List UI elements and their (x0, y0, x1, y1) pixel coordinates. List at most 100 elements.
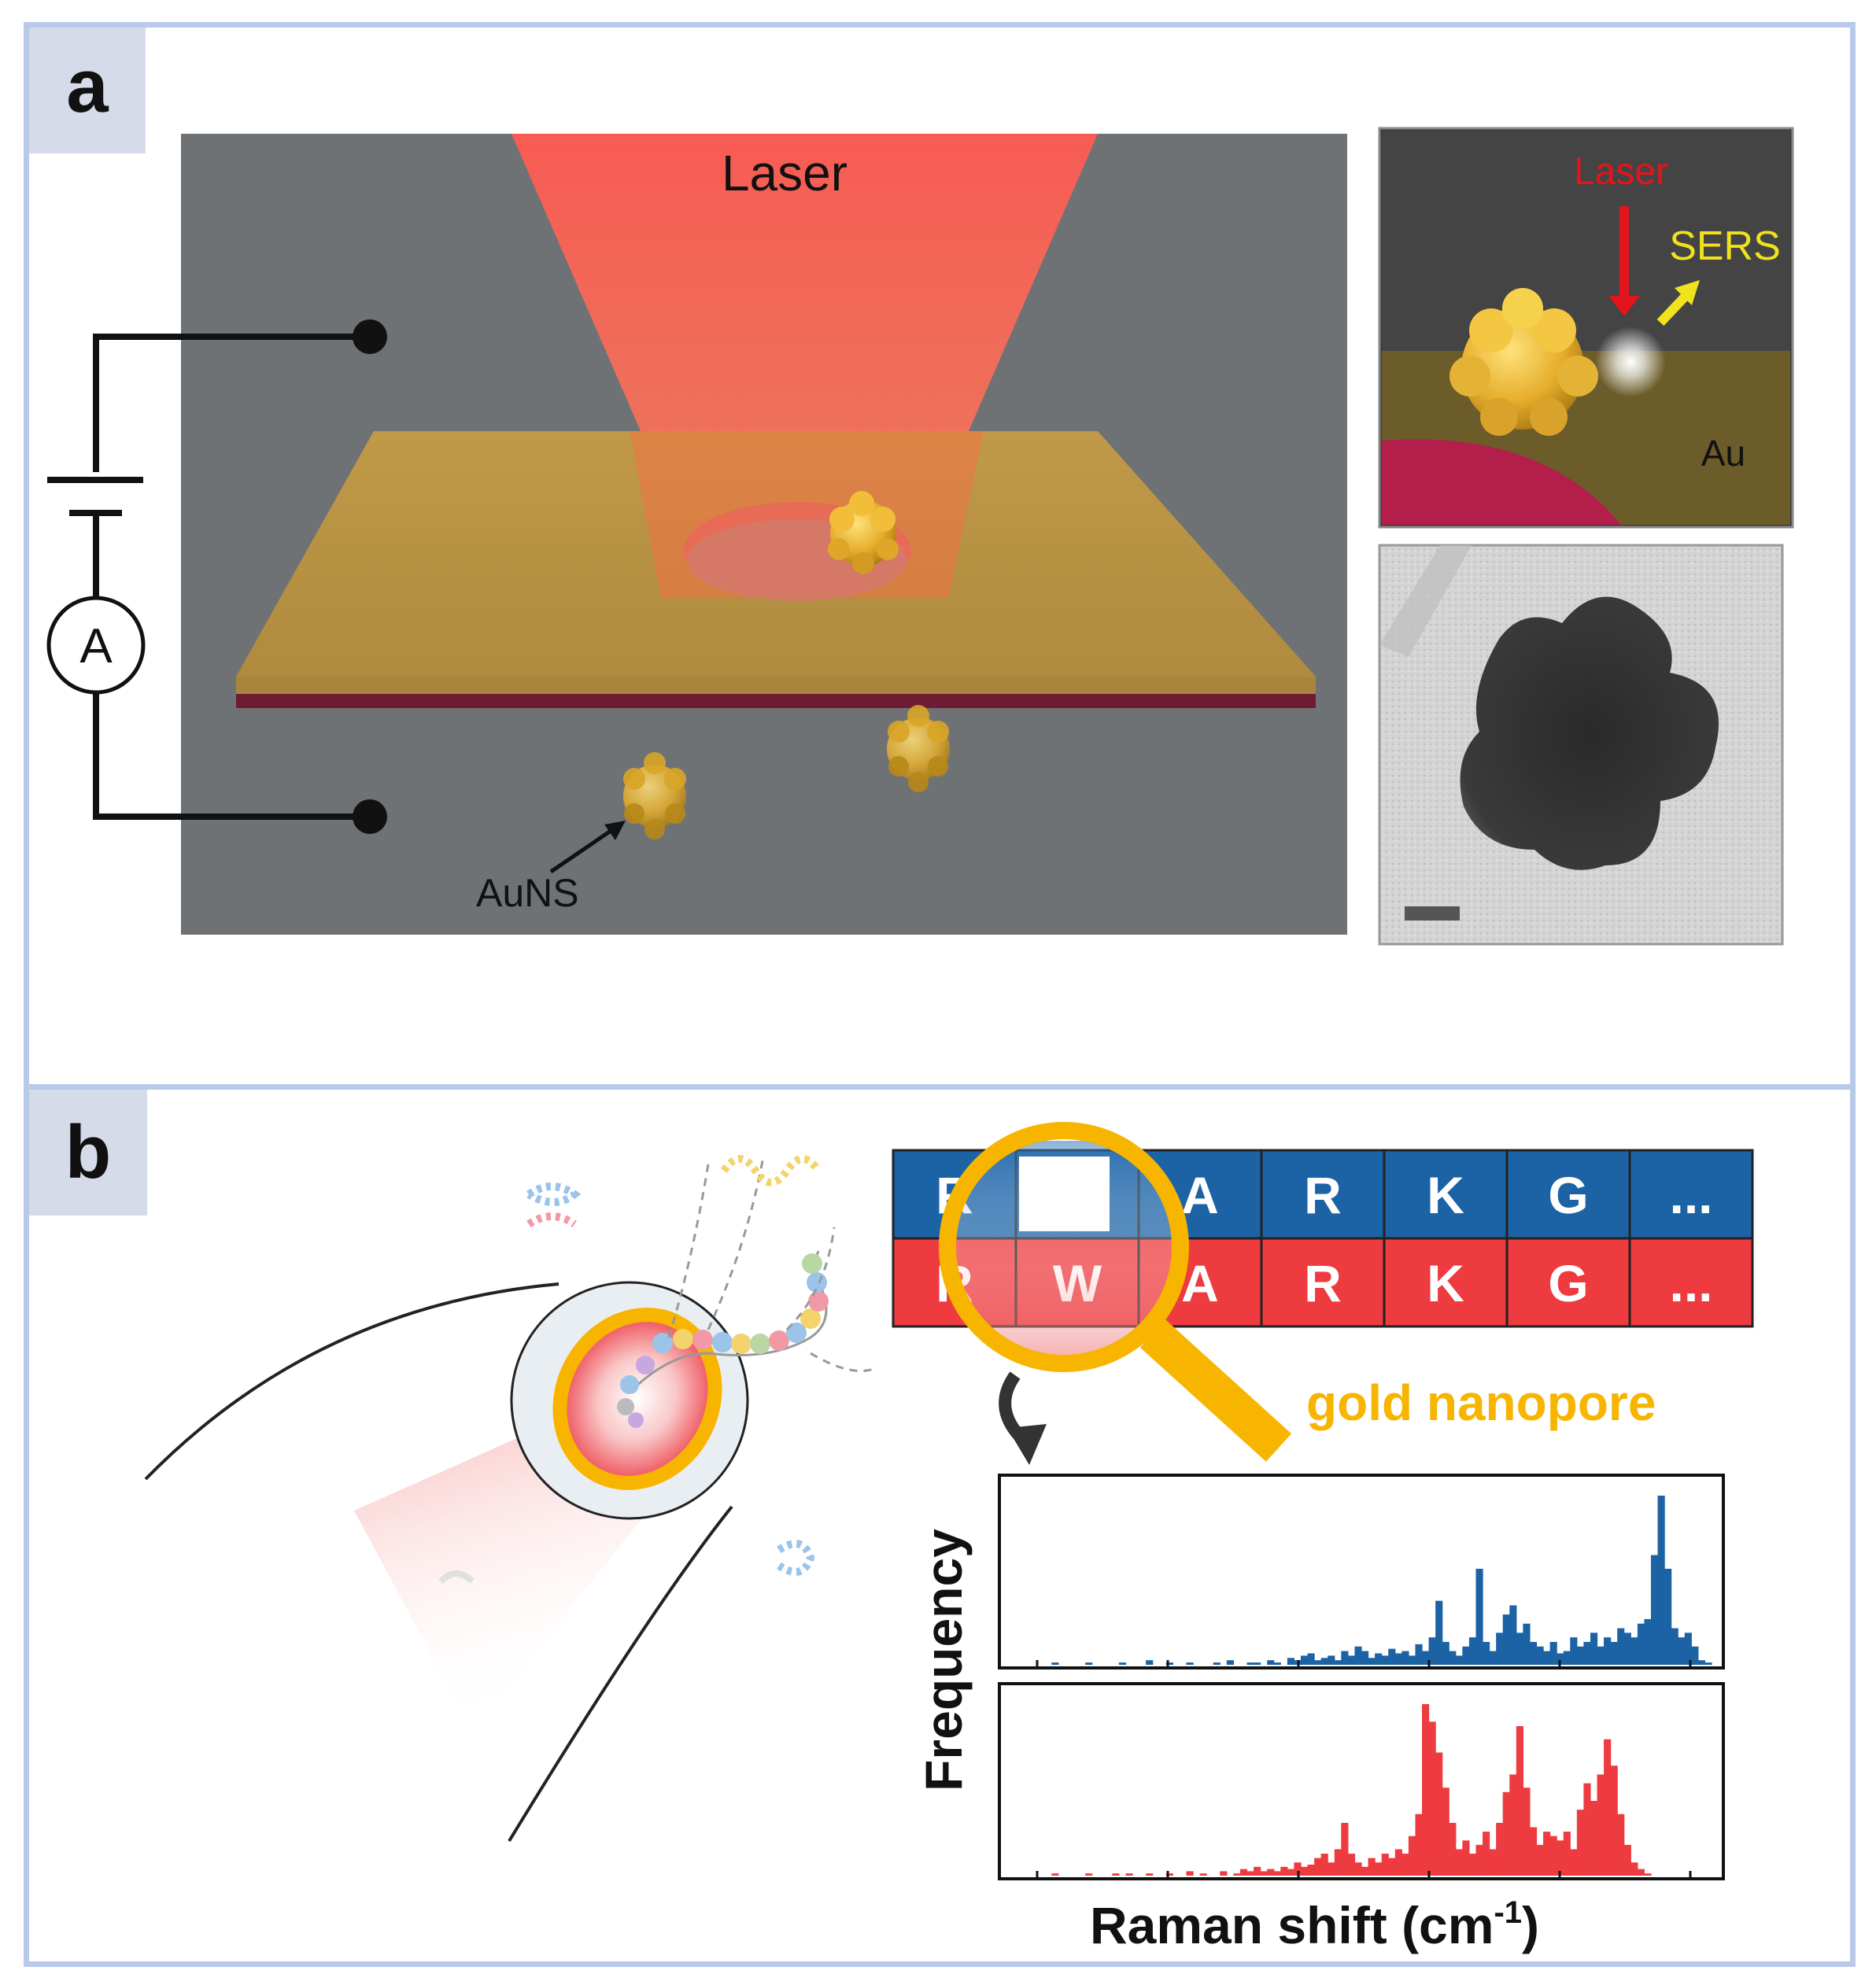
seq-letter-top-5: G (1548, 1166, 1588, 1224)
spectrum-2-bar-77 (1529, 1827, 1538, 1876)
spectrum-1-bar-51 (1354, 1646, 1362, 1665)
spectrum-1-bar-75 (1516, 1633, 1523, 1665)
magnifier-handle (1139, 1319, 1292, 1462)
spectrum-2-bar-28 (1199, 1873, 1207, 1876)
seq-cell-top-5 (1505, 1149, 1631, 1240)
spectrum-1-bar-39 (1273, 1662, 1281, 1665)
spectrum-2-bar-56 (1388, 1858, 1396, 1876)
spectrum-1-bar-86 (1590, 1633, 1598, 1665)
spectrum-1-bar-100 (1684, 1633, 1692, 1665)
spectrum-1-bar-101 (1691, 1646, 1699, 1665)
spectrum-2-bar-85 (1583, 1783, 1591, 1876)
spectrum-2-bar-51 (1354, 1862, 1362, 1876)
electrode-top (353, 319, 387, 354)
spectrum-2-bar-61 (1422, 1704, 1430, 1876)
seq-letter-top-2: A (1181, 1166, 1219, 1224)
spectrum-1-bar-45 (1314, 1660, 1322, 1665)
spectrum-2-bar-64 (1442, 1788, 1449, 1876)
spectrum-1-bar-55 (1381, 1655, 1389, 1665)
spectrum-1-bar-73 (1502, 1614, 1510, 1665)
spectrum-2-bar-70 (1483, 1832, 1490, 1876)
spectrum-2-bar-41 (1287, 1869, 1295, 1876)
spectrum-2-bar-53 (1368, 1858, 1376, 1876)
electrode-bottom (353, 799, 387, 834)
seq-letter-bottom-4: K (1427, 1254, 1464, 1312)
spectrum-2-bar-20 (1146, 1873, 1154, 1876)
spectrum-1-bar-80 (1549, 1641, 1557, 1665)
panel-a-label: a (29, 28, 146, 153)
spectrum-2-bar-71 (1489, 1849, 1497, 1876)
y-axis-label: Frequency (914, 1529, 973, 1791)
seq-cell-bottom-3 (1260, 1237, 1386, 1328)
spectrum-2-bar-89 (1610, 1765, 1618, 1876)
spectrum-2-bar-94 (1644, 1873, 1652, 1876)
spectrum-1-bar-102 (1697, 1660, 1706, 1665)
spectrum-1-bar-66 (1455, 1655, 1463, 1665)
spectrum-2-bar-81 (1557, 1840, 1564, 1876)
spectrum-1-bar-59 (1408, 1655, 1416, 1665)
spectrum-1-bar-70 (1483, 1641, 1490, 1665)
spectrum-1-bar-47 (1328, 1655, 1335, 1665)
spectrum-1-bar-52 (1361, 1651, 1369, 1665)
pipette-wall-lower (508, 1505, 733, 1843)
magnified-unknown-cell (1019, 1157, 1110, 1231)
spectrum-2-bar-62 (1428, 1721, 1436, 1876)
spectrum-2-bar-49 (1341, 1822, 1349, 1876)
spectrum-2-bar-42 (1294, 1862, 1302, 1876)
seq-letter-bottom-5: G (1548, 1254, 1588, 1312)
spectrum-2-bar-68 (1468, 1854, 1477, 1876)
pipette-wall-upper (144, 1282, 559, 1481)
spectrum-2-bar-37 (1260, 1871, 1268, 1876)
tem-image-inset (1378, 544, 1784, 946)
spectrum-2-bar-74 (1509, 1774, 1517, 1876)
spectrum-2-bar-47 (1328, 1862, 1335, 1876)
spectrum-1-bar-26 (1186, 1662, 1194, 1665)
spectrum-2-bar-15 (1112, 1873, 1120, 1876)
laser-label: Laser (722, 145, 848, 201)
spectrum-2-bar-23 (1165, 1873, 1173, 1876)
spectrum-2-bar-66 (1455, 1849, 1463, 1876)
spectrum-1-bar-49 (1341, 1651, 1349, 1665)
spectrum-1-bar-23 (1165, 1662, 1173, 1665)
spectrum-2-bar-72 (1496, 1822, 1504, 1876)
spectrum-1-bar-82 (1563, 1651, 1571, 1665)
panel-b-label: b (29, 1090, 147, 1216)
spectrum-2-bar-78 (1536, 1844, 1544, 1876)
spectrum-1-bar-89 (1610, 1641, 1618, 1665)
sers-hotspot (1595, 327, 1666, 397)
seq-letter-bottom-6: ... (1669, 1254, 1712, 1312)
spectrum-2-bar-35 (1246, 1871, 1254, 1876)
spectrum-2-bar-58 (1401, 1854, 1409, 1876)
spectrum-1-bar-68 (1468, 1637, 1477, 1665)
auns-label: AuNS (476, 871, 579, 915)
spectrum-1-bar-58 (1401, 1651, 1409, 1665)
gold-nanopore-label: gold nanopore (1306, 1374, 1656, 1431)
spectrum-2-bar-76 (1523, 1788, 1531, 1876)
spectrum-2-bar-43 (1300, 1866, 1309, 1876)
electric-circuit (47, 334, 370, 820)
inset-membrane-red (1382, 439, 1621, 525)
spectrum-2-bar-6 (1051, 1873, 1059, 1876)
magnifier-ring (939, 1122, 1189, 1372)
spectrum-2-bar-11 (1085, 1873, 1093, 1876)
spectrum-1-bar-95 (1650, 1555, 1659, 1665)
inset-au-label: Au (1701, 433, 1745, 474)
spectrum-frame-1 (998, 1474, 1725, 1670)
nanopore-sensing-scene (144, 1155, 874, 1843)
spectrum-2-bar-39 (1273, 1871, 1281, 1876)
circuit-wire-top (93, 334, 370, 472)
spectrum-1-bar-60 (1415, 1644, 1423, 1665)
spectrum-1-bar-76 (1523, 1623, 1531, 1665)
spectrum-1-bar-69 (1475, 1568, 1483, 1665)
spectrum-1-bar-97 (1664, 1568, 1672, 1665)
raman-spectra-chart (998, 1474, 1725, 1880)
seq-cell-bottom-4 (1383, 1237, 1509, 1328)
spectrum-1-bar-64 (1442, 1641, 1449, 1665)
spectrum-2-bar-91 (1623, 1844, 1631, 1876)
spectrum-2-bar-17 (1125, 1873, 1133, 1876)
spectrum-1-bar-43 (1300, 1655, 1309, 1665)
gold-nanopore-ring (552, 1308, 722, 1490)
spectrum-2-bar-33 (1233, 1873, 1241, 1876)
spectrum-2-bar-44 (1307, 1865, 1315, 1876)
